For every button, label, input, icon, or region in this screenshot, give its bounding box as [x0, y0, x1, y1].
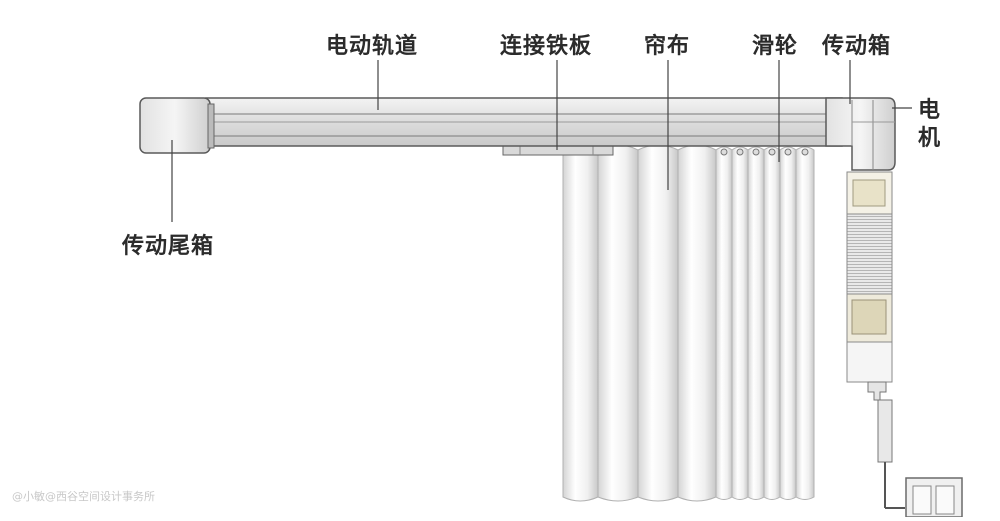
- curtain-wide-folds: [562, 144, 717, 502]
- watermark: @小敏@西谷空间设计事务所: [12, 490, 155, 503]
- rail-label: 电动轨道: [326, 34, 419, 59]
- pulley-hooks: [720, 148, 809, 156]
- motor-body: [846, 171, 893, 401]
- gearbox: [825, 97, 896, 171]
- curtain-fabric: [562, 144, 815, 502]
- electric-rail: [205, 97, 843, 147]
- plate-label: 连接铁板: [500, 34, 593, 59]
- curtain-narrow-folds: [715, 146, 815, 500]
- gearbox-label: 传动箱: [822, 34, 892, 59]
- pulley-label: 滑轮: [752, 34, 799, 59]
- callout-lines: [171, 60, 912, 222]
- tail-box-label: 传动尾箱: [122, 234, 215, 259]
- tail-gearbox: [139, 97, 215, 154]
- wall-switch: [905, 477, 963, 518]
- motor-label-2: 机: [918, 126, 941, 151]
- connecting-plate: [502, 145, 614, 156]
- motor-cable: [877, 399, 905, 509]
- motor-label-1: 电: [918, 98, 941, 123]
- curtain-label: 帘布: [644, 34, 691, 59]
